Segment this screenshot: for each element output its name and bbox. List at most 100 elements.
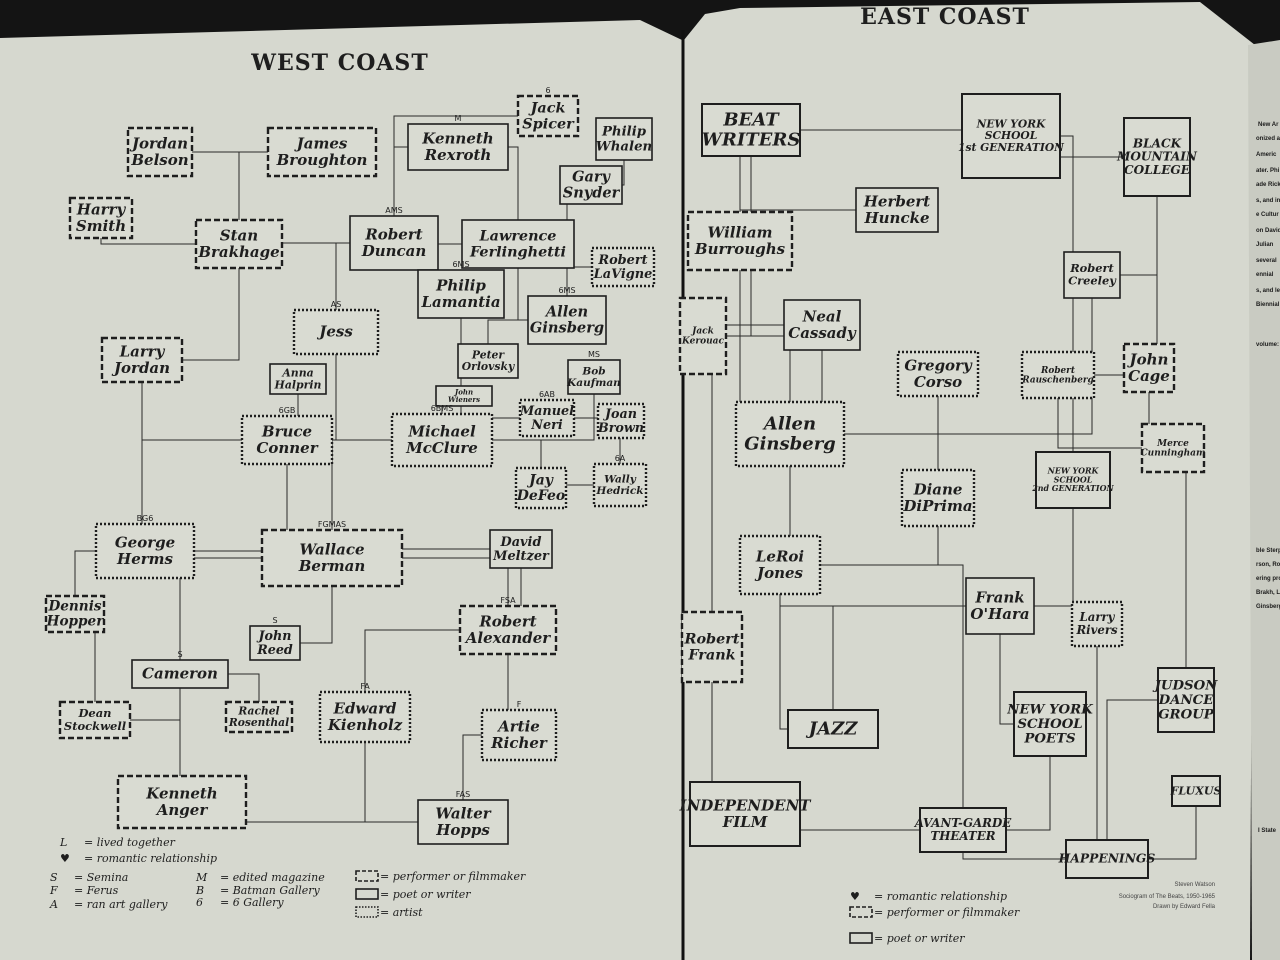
legend-label: = edited magazine	[220, 871, 325, 884]
legend-item: = poet or writer	[849, 932, 965, 945]
legend-symbol: S	[50, 871, 58, 884]
connection-line	[393, 115, 548, 243]
connection-line	[832, 605, 1000, 729]
node-label: Kerouac	[681, 337, 724, 347]
node-box	[58, 700, 132, 740]
legend-label: = performer or filmmaker	[874, 906, 1020, 919]
node-label: Jones	[754, 564, 804, 582]
node-box	[686, 210, 794, 272]
legend-swatch	[355, 906, 379, 918]
node-label: Ferlinghetti	[469, 243, 566, 260]
node-label: Jack	[690, 327, 714, 337]
node-box	[116, 774, 248, 830]
node-box	[390, 412, 494, 468]
node-label: Smith	[76, 217, 126, 235]
node-label: Larry	[1079, 610, 1116, 624]
node-label: Ginsberg	[744, 433, 836, 454]
node-label: Robert	[683, 630, 739, 647]
node-label: NEW YORK	[1047, 467, 1100, 476]
credit-line: Drawn by Edward Fella	[1153, 904, 1216, 910]
node-label: FLUXUS	[1169, 784, 1221, 797]
node-code: FA	[360, 682, 370, 691]
node-box	[249, 625, 301, 661]
legend-symbol: L	[59, 836, 67, 849]
node-happenings[interactable]: HAPPENINGS	[1058, 839, 1156, 879]
node-code: 6MS	[452, 260, 469, 269]
node-fluxus[interactable]: FLUXUS	[1169, 775, 1222, 807]
node-box	[1035, 451, 1111, 509]
node-code: F	[517, 700, 522, 709]
node-label: Cunningham	[1141, 449, 1206, 459]
node-label: John	[257, 628, 292, 643]
node-code: S	[177, 650, 182, 659]
credit-line: Steven Watson	[1175, 882, 1215, 888]
node-jazz[interactable]: JAZZ	[787, 709, 879, 749]
node-box	[1123, 117, 1191, 197]
node-label: Wally	[604, 473, 637, 485]
next-page-text: ennial	[1256, 272, 1274, 278]
node-label: Wallace	[299, 540, 364, 558]
